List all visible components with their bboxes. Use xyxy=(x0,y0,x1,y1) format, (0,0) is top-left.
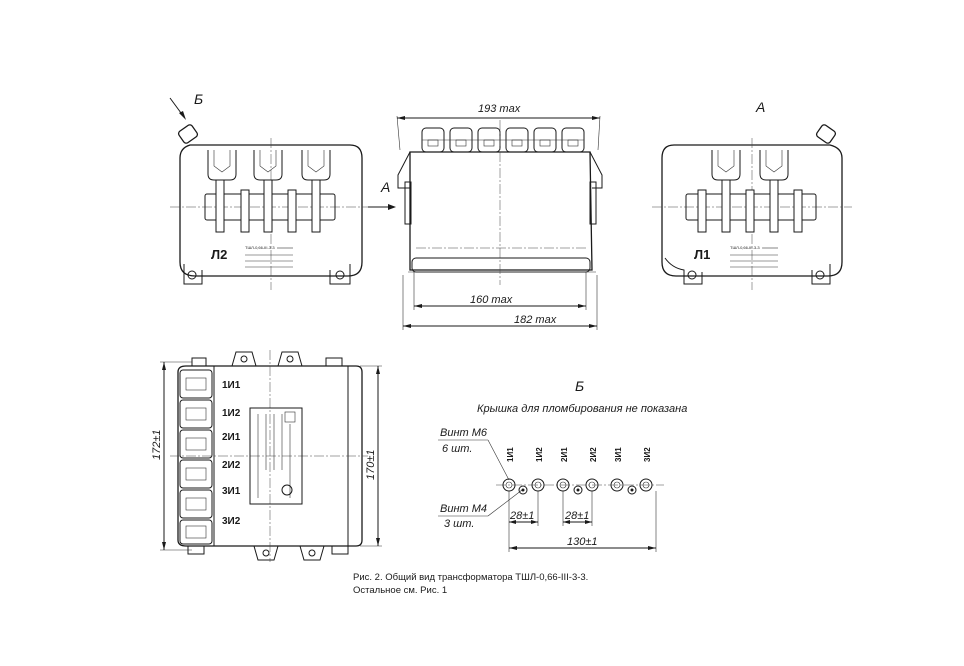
plan-terminal-stack xyxy=(179,369,213,545)
view-a-title: А xyxy=(755,99,765,115)
top-terminals xyxy=(421,127,585,153)
plan-label-1i1: 1И1 xyxy=(222,380,241,391)
dim-130: 130±1 xyxy=(567,536,598,548)
plan-label-2i2: 2И2 xyxy=(222,460,241,471)
plan-label-2i1: 2И1 xyxy=(222,432,241,443)
front-view-left: Б Л2 ТШЛ-0,66-III-3-3 xyxy=(169,91,372,290)
screw-m4-qty: 3 шт. xyxy=(444,518,474,530)
b-label-3i1: 3И1 xyxy=(614,447,623,462)
l1-marker: Л1 xyxy=(694,247,710,262)
arrow-b-label: Б xyxy=(194,91,203,107)
nameplate-left: ТШЛ-0,66-III-3-3 xyxy=(245,245,293,268)
dim-160: 160 max xyxy=(470,294,513,306)
plan-label-1i2: 1И2 xyxy=(222,408,241,419)
figure-caption: Рис. 2. Общий вид трансформатора ТШЛ-0,6… xyxy=(353,571,588,597)
b-label-1i1: 1И1 xyxy=(506,447,515,462)
arrow-a-label: А xyxy=(380,179,390,195)
detail-b-title: Б xyxy=(575,378,584,394)
svg-text:ТШЛ-0,66-III-3-3: ТШЛ-0,66-III-3-3 xyxy=(730,245,760,250)
b-label-1i2: 1И2 xyxy=(535,447,544,462)
front-view-right: А Л1 ТШЛ-0,66-III-3-3 xyxy=(652,99,852,290)
screw-m6-label: Винт М6 xyxy=(440,427,488,439)
plan-nameplate xyxy=(249,407,303,505)
b-label-2i1: 2И1 xyxy=(560,447,569,462)
dim-193: 193 max xyxy=(478,103,521,115)
m4-screws xyxy=(518,485,637,495)
side-view-center: 193 max А xyxy=(368,103,603,330)
caption-line-1: Рис. 2. Общий вид трансформатора ТШЛ-0,6… xyxy=(353,572,589,583)
dim-170: 170±1 xyxy=(365,449,377,480)
plan-view: 172±1 170±1 xyxy=(151,350,382,562)
dim-28-a: 28±1 xyxy=(509,510,534,522)
plan-label-3i2: 3И2 xyxy=(222,516,241,527)
screw-m6-qty: 6 шт. xyxy=(442,443,472,455)
screw-m4-label: Винт М4 xyxy=(440,503,487,515)
plan-label-3i1: 3И1 xyxy=(222,486,241,497)
dim-182: 182 max xyxy=(514,314,557,326)
detail-b: Б Крышка для пломбирования не показана В… xyxy=(438,378,687,552)
b-label-2i2: 2И2 xyxy=(589,447,598,462)
dim-28-b: 28±1 xyxy=(564,510,589,522)
caption-line-2: Остальное см. Рис. 1 xyxy=(353,585,448,596)
detail-b-note: Крышка для пломбирования не показана xyxy=(477,403,687,415)
l2-marker: Л2 xyxy=(211,247,227,262)
dim-172: 172±1 xyxy=(151,429,163,460)
b-label-3i2: 3И2 xyxy=(643,447,652,462)
svg-text:ТШЛ-0,66-III-3-3: ТШЛ-0,66-III-3-3 xyxy=(245,245,275,250)
nameplate-right: ТШЛ-0,66-III-3-3 xyxy=(730,245,778,268)
